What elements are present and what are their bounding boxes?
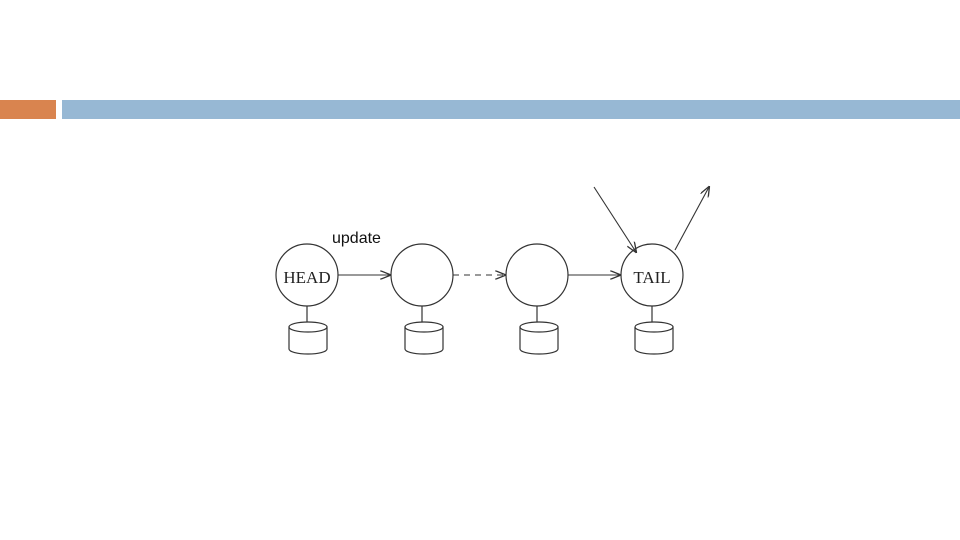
- update-label: update: [332, 230, 381, 247]
- storage-icon: [288, 321, 328, 355]
- edge-query-into-tail: [593, 186, 636, 252]
- node-head: HEAD: [275, 243, 339, 355]
- header-accent-bar: [0, 100, 56, 119]
- storage-icon: [634, 321, 674, 355]
- node-middle-1: [390, 243, 454, 355]
- storage-icon: [519, 321, 559, 355]
- node-tail: TAIL: [620, 243, 684, 355]
- storage-icon: [404, 321, 444, 355]
- header-bar: [62, 100, 960, 119]
- node-middle-2: [505, 243, 569, 355]
- edge-reply-out-of-tail: [674, 187, 709, 251]
- node-tail-label: TAIL: [633, 268, 670, 287]
- node-head-label: HEAD: [283, 268, 330, 287]
